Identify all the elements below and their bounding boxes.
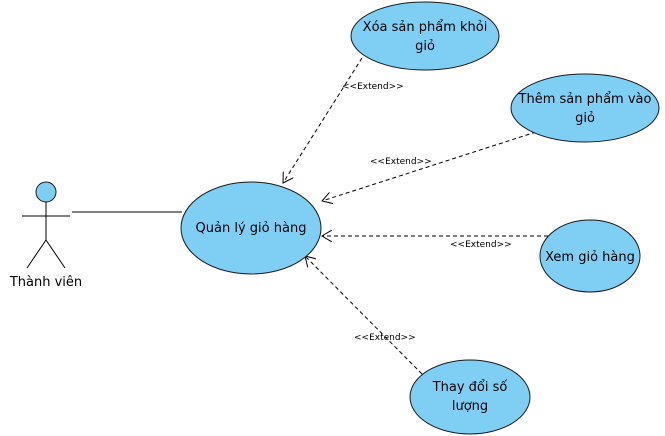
actor-leg-right	[45, 239, 66, 269]
actor-thanh-vien[interactable]: Thành viên	[9, 181, 82, 290]
extend-line-change-qty	[305, 256, 423, 375]
use-case-ellipse	[350, 1, 500, 71]
actor-head	[35, 181, 57, 203]
use-case-add-to-cart[interactable]: Thêm sản phẩm vào giỏ	[510, 73, 660, 143]
extend-label-view: <<Extend>>	[450, 240, 512, 250]
use-case-label-line2: giỏ	[575, 111, 595, 126]
use-case-change-quantity[interactable]: Thay đổi số lượng	[409, 359, 531, 435]
use-case-ellipse	[180, 181, 322, 275]
extend-change-qty: <<Extend>>	[305, 256, 423, 375]
extend-label-add: <<Extend>>	[370, 157, 432, 167]
use-case-label-line2: lượng	[452, 399, 488, 414]
use-case-label: Quản lý giỏ hàng	[196, 221, 307, 236]
actor-leg-left	[26, 239, 47, 269]
use-case-ellipse	[409, 359, 531, 435]
use-case-label-line1: Xóa sản phẩm khỏi	[363, 20, 488, 35]
extend-label-remove: <<Extend>>	[342, 82, 404, 92]
use-case-ellipse	[510, 73, 660, 143]
extend-label-change-qty: <<Extend>>	[354, 333, 416, 343]
use-case-label: Xem giỏ hàng	[545, 250, 635, 265]
use-case-label-line2: giỏ	[415, 39, 435, 54]
use-case-manage-cart[interactable]: Quản lý giỏ hàng	[180, 181, 322, 275]
extend-line-remove	[283, 57, 363, 183]
use-case-label-line1: Thêm sản phẩm vào	[518, 92, 652, 107]
extend-add: <<Extend>>	[322, 131, 537, 201]
use-case-label-line1: Thay đổi số	[432, 380, 508, 395]
use-case-view-cart[interactable]: Xem giỏ hàng	[539, 219, 641, 293]
actor-label: Thành viên	[9, 275, 82, 290]
extend-view: <<Extend>>	[322, 236, 548, 250]
extend-remove: <<Extend>>	[283, 57, 404, 183]
extend-line-add	[322, 131, 537, 201]
use-case-ellipse	[539, 219, 641, 293]
use-case-remove-from-cart[interactable]: Xóa sản phẩm khỏi giỏ	[350, 1, 500, 71]
